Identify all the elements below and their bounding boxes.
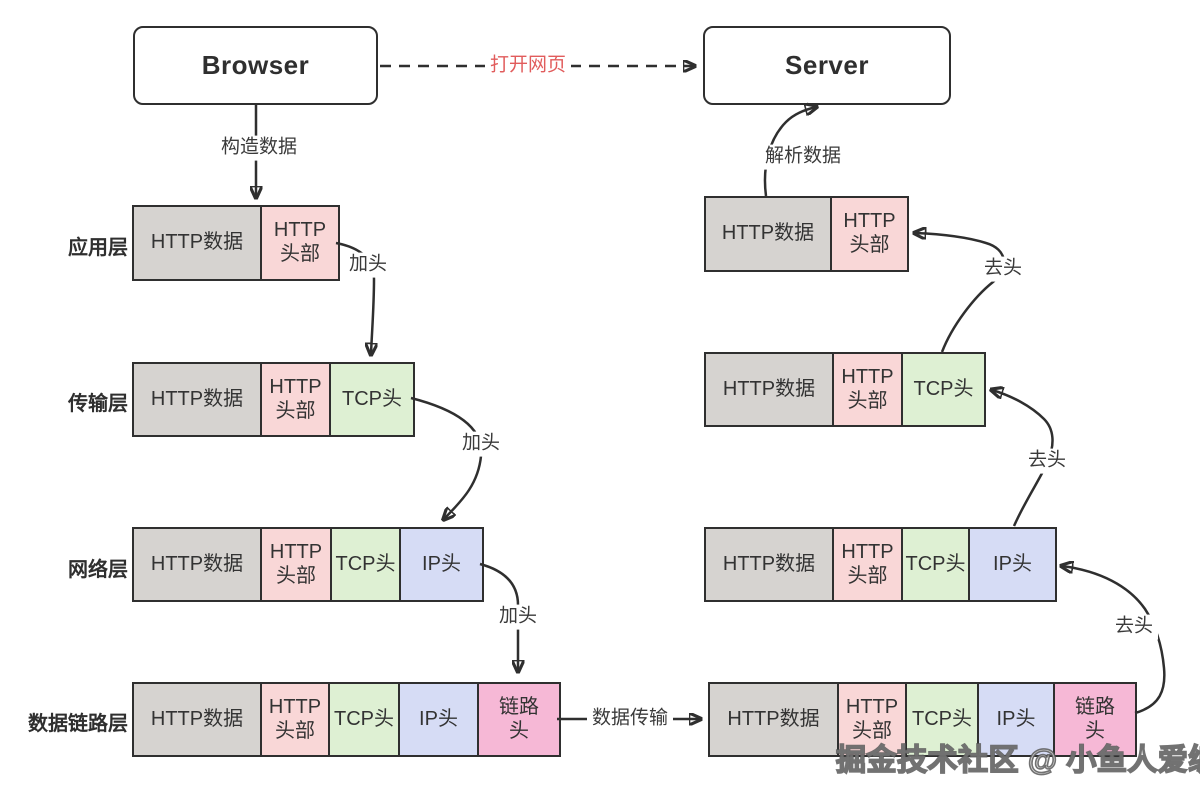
cell-label: 头部 [852,719,892,742]
cell-http-data: HTTP数据 [134,529,262,600]
cell-tcp-header: TCP头 [903,529,970,600]
cell-label: 头部 [849,234,890,256]
cell-label: HTTP [268,695,322,718]
remove-header-arrow-1 [915,233,1006,353]
browser-node: Browser [133,26,378,105]
cell-label: TCP头 [342,387,402,410]
cell-label: IP头 [422,552,461,575]
parse-data-label: 解析数据 [759,144,847,170]
add-header-label-3: 加头 [493,604,543,630]
cell-label: HTTP [269,540,323,563]
cell-link-header: 链路头 [479,684,559,755]
server-node: Server [703,26,951,105]
cell-label: HTTP数据 [727,707,820,730]
cell-tcp-header: TCP头 [907,684,979,755]
add-header-label-2: 加头 [456,431,506,457]
cell-label: 链路 [1075,695,1115,718]
data-transfer-label: 数据传输 [586,706,674,732]
open-page-label: 打开网页 [484,53,572,79]
cell-label: 头部 [847,389,888,412]
cell-label: HTTP数据 [150,231,244,254]
watermark: 掘金技术社区 @ 小鱼人爱编程 [835,743,1200,778]
cell-label: HTTP数据 [150,707,244,730]
cell-label: 头部 [275,399,316,422]
cell-tcp-header: TCP头 [330,684,400,755]
cell-label: 头 [509,719,529,742]
cell-label: HTTP数据 [150,387,244,410]
cell-ip-header: IP头 [979,684,1055,755]
cell-label: TCP头 [912,707,972,730]
server-node-label: Server [785,50,869,80]
cell-label: IP头 [419,707,458,730]
cell-label: HTTP数据 [722,377,816,400]
build-data-label: 构造数据 [215,135,303,161]
cell-label: TCP头 [334,707,394,730]
cell-http-data: HTTP数据 [134,684,262,755]
browser-node-label: Browser [201,50,310,80]
layer-label-application: 应用层 [68,237,128,259]
cell-label: 头部 [275,719,315,742]
cell-http-data: HTTP数据 [706,354,834,425]
cell-tcp-header: TCP头 [331,364,413,435]
cell-http-data: HTTP数据 [134,207,262,279]
cell-label: HTTP [273,219,327,242]
cell-label: HTTP [269,375,322,398]
cell-label: IP头 [993,552,1032,575]
cell-tcp-header: TCP头 [332,529,401,600]
remove-header-label-2: 去头 [1022,448,1072,474]
cell-label: HTTP [843,210,896,233]
cell-label: HTTP数据 [150,552,244,575]
cell-http-data: HTTP数据 [706,198,832,270]
cell-http-data: HTTP数据 [706,529,834,600]
cell-label: HTTP [841,365,894,388]
cell-http-data: HTTP数据 [134,364,262,435]
cell-label: HTTP [841,540,894,563]
cell-ip-header: IP头 [400,684,479,755]
cell-ip-header: IP头 [401,529,482,600]
cell-label: TCP头 [913,377,974,400]
cell-http-data: HTTP数据 [710,684,839,755]
layer-label-datalink: 数据链路层 [28,713,128,735]
remove-header-label-3: 去头 [1109,614,1159,640]
cell-label: HTTP [845,695,899,718]
layer-label-transport: 传输层 [68,393,128,415]
cell-ip-header: IP头 [970,529,1055,600]
add-header-label-1: 加头 [343,252,393,278]
cell-label: 头 [1085,719,1105,742]
cell-label: TCP头 [335,552,396,575]
remove-header-label-1: 去头 [978,256,1028,282]
cell-label: IP头 [996,707,1036,730]
add-header-arrow-2 [410,396,483,519]
cell-label: 头部 [280,243,320,265]
cell-label: HTTP数据 [722,552,816,575]
cell-label: TCP头 [905,552,966,575]
cell-label: 头部 [276,564,316,587]
cell-label: 头部 [847,564,888,587]
layer-label-network: 网络层 [68,559,128,581]
cell-label: 链路 [499,695,539,718]
cell-tcp-header: TCP头 [903,354,984,425]
cell-label: HTTP数据 [721,222,815,245]
